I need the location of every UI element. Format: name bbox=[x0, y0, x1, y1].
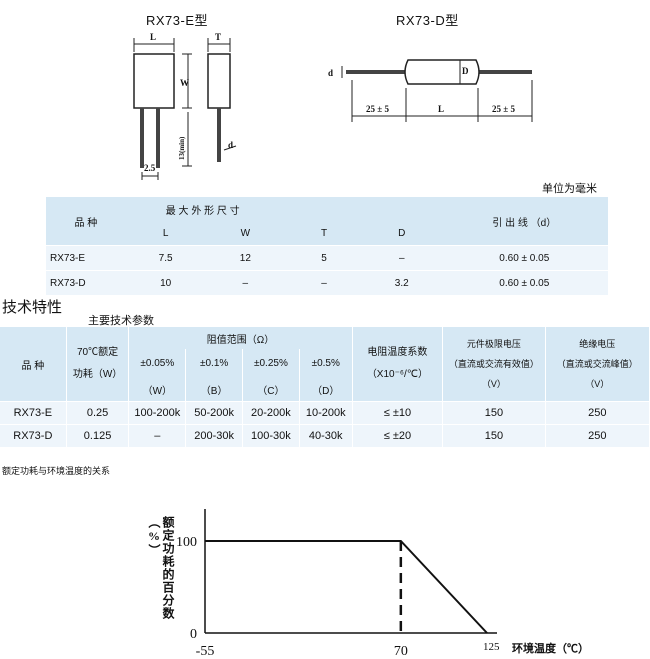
chart-xlabel: 环境温度（℃） bbox=[512, 643, 589, 655]
table-cell: 200-30k bbox=[185, 424, 244, 447]
table-cell: 10-200k bbox=[299, 401, 353, 425]
tech-header-vlimit-line2: （直流或交流有效值） bbox=[448, 359, 539, 369]
dim-label-lead-right: 25 ± 5 bbox=[492, 104, 515, 114]
table-cell: – bbox=[321, 277, 327, 289]
table-cell: 40-30k bbox=[299, 424, 353, 447]
dim-label-lead-length: 13(min) bbox=[178, 136, 186, 160]
dim-label-body-length: L bbox=[438, 104, 444, 114]
chart-ylabel: 额定功耗的百分数（%） bbox=[147, 516, 175, 620]
tech-params-table: 品 种 70℃额定 功耗（W） 阻值范围（Ω） 电阻温度系数 （X10⁻⁶/℃）… bbox=[0, 327, 650, 447]
tolerance-code: （D） bbox=[299, 377, 353, 402]
tolerance-pct: ±0.5% bbox=[299, 349, 353, 377]
table-row-name: RX73-E bbox=[0, 401, 67, 425]
table-cell: 12 bbox=[239, 252, 251, 264]
tech-header-power: 70℃额定 功耗（W） bbox=[66, 327, 130, 402]
chart-tick-labels: -55 70 125 0 100 bbox=[176, 535, 500, 659]
derating-chart: -55 70 125 0 100 bbox=[176, 509, 500, 659]
table-row-name: RX73-E bbox=[50, 252, 86, 264]
tech-header-power-line2: 功耗（W） bbox=[72, 369, 123, 380]
tech-header-tcr: 电阻温度系数 （X10⁻⁶/℃） bbox=[352, 327, 444, 402]
tolerance-pct: ±0.05% bbox=[128, 349, 187, 377]
tech-header-vlimit-line1: 元件极限电压 bbox=[466, 339, 521, 349]
tech-header-variety: 品 种 bbox=[0, 327, 67, 402]
section-title: 技术特性 bbox=[2, 299, 63, 316]
table-cell: 250 bbox=[545, 401, 650, 425]
chart-marks bbox=[204, 540, 488, 634]
table-cell: 0.60 ± 0.05 bbox=[499, 277, 550, 289]
dim-header-dims: 最 大 外 形 尺 寸 bbox=[165, 205, 240, 217]
dim-subheader: T bbox=[320, 227, 328, 239]
dim-header-variety: 品 种 bbox=[74, 217, 98, 229]
dim-label-lead-left: 25 ± 5 bbox=[366, 104, 389, 114]
table-cell: 20-200k bbox=[242, 401, 300, 425]
table-cell: 100-200k bbox=[128, 401, 187, 425]
tolerance-pct: ±0.1% bbox=[185, 349, 244, 377]
dim-header-lead: 引 出 线 （d） bbox=[492, 217, 557, 229]
table-cell: 50-200k bbox=[185, 401, 244, 425]
dim-label-diameter: D bbox=[462, 66, 469, 76]
dim-label-t: T bbox=[215, 32, 221, 42]
table-cell: 5 bbox=[321, 252, 327, 264]
dim-subheader: D bbox=[398, 227, 406, 239]
dimension-table: 品 种 最 大 外 形 尺 寸 引 出 线 （d） L W T D RX73-E… bbox=[46, 197, 608, 295]
derating-line bbox=[205, 540, 488, 634]
dim-label-w: W bbox=[180, 78, 189, 88]
tech-header-tcr-line1: 电阻温度系数 bbox=[367, 347, 428, 358]
unit-note: 单位为毫米 bbox=[542, 183, 597, 195]
table-cell: 150 bbox=[442, 424, 546, 447]
table-cell: 250 bbox=[545, 424, 650, 447]
table-cell: ≤ ±10 bbox=[352, 401, 444, 425]
tech-header-vlimit-line3: （V） bbox=[481, 379, 506, 389]
tech-header-range: 阻值范围（Ω） bbox=[128, 327, 353, 349]
derating-caption: 额定功耗与环境温度的关系 bbox=[2, 466, 111, 476]
tolerance-pct: ±0.25% bbox=[242, 349, 300, 377]
table-cell: 150 bbox=[442, 401, 546, 425]
tech-header-vins: 绝缘电压 （直流或交流峰值） （V） bbox=[545, 327, 650, 402]
tolerance-code: （C） bbox=[242, 377, 300, 402]
table-cell: 3.2 bbox=[394, 277, 409, 289]
dim-subheader: L bbox=[162, 227, 169, 239]
x-tick-label: 70 bbox=[394, 644, 408, 659]
tech-header-vins-line1: 绝缘电压 bbox=[579, 339, 616, 349]
tech-header-vins-line3: （V） bbox=[585, 379, 610, 389]
d-type-title: RX73-D型 bbox=[396, 13, 459, 28]
table-cell: 10 bbox=[160, 277, 172, 289]
table-cell: – bbox=[128, 424, 187, 447]
tech-header-vlimit: 元件极限电压 （直流或交流有效值） （V） bbox=[442, 327, 546, 402]
tolerance-code: （B） bbox=[185, 377, 244, 402]
params-title: 主要技术参数 bbox=[88, 315, 154, 327]
chart-axes bbox=[204, 509, 497, 634]
table-row-name: RX73-D bbox=[50, 277, 86, 289]
tech-header-power-line1: 70℃额定 bbox=[77, 347, 119, 358]
y-tick-label: 0 bbox=[190, 627, 197, 642]
table-cell: ≤ ±20 bbox=[352, 424, 444, 447]
table-cell: 0.60 ± 0.05 bbox=[499, 252, 550, 264]
dim-label-pitch: 2.5 bbox=[144, 163, 156, 173]
dim-label-d: d bbox=[228, 140, 233, 150]
tech-header-vins-line2: （直流或交流峰值） bbox=[556, 359, 638, 369]
y-tick-label: 100 bbox=[176, 535, 197, 550]
x-tick-label: 125 bbox=[483, 641, 500, 653]
dim-label-d-lead: d bbox=[328, 68, 333, 78]
tech-header-tcr-line2: （X10⁻⁶/℃） bbox=[366, 369, 429, 380]
x-tick-label: -55 bbox=[196, 644, 215, 659]
table-cell: 0.25 bbox=[66, 401, 130, 425]
e-type-title: RX73-E型 bbox=[146, 13, 209, 28]
table-row-name: RX73-D bbox=[0, 424, 67, 447]
table-cell: – bbox=[398, 252, 405, 264]
table-cell: – bbox=[242, 277, 249, 289]
tolerance-code: （W） bbox=[128, 377, 187, 402]
table-cell: 7.5 bbox=[158, 252, 173, 264]
dim-label-l: L bbox=[150, 32, 156, 42]
table-cell: 100-30k bbox=[242, 424, 300, 447]
table-cell: 0.125 bbox=[66, 424, 130, 447]
resistor-dimension-drawing: L T W d 2.5 13(min) d D 25 ± 5 L 25 ± 5 bbox=[133, 32, 533, 180]
dim-subheader: W bbox=[240, 227, 251, 239]
